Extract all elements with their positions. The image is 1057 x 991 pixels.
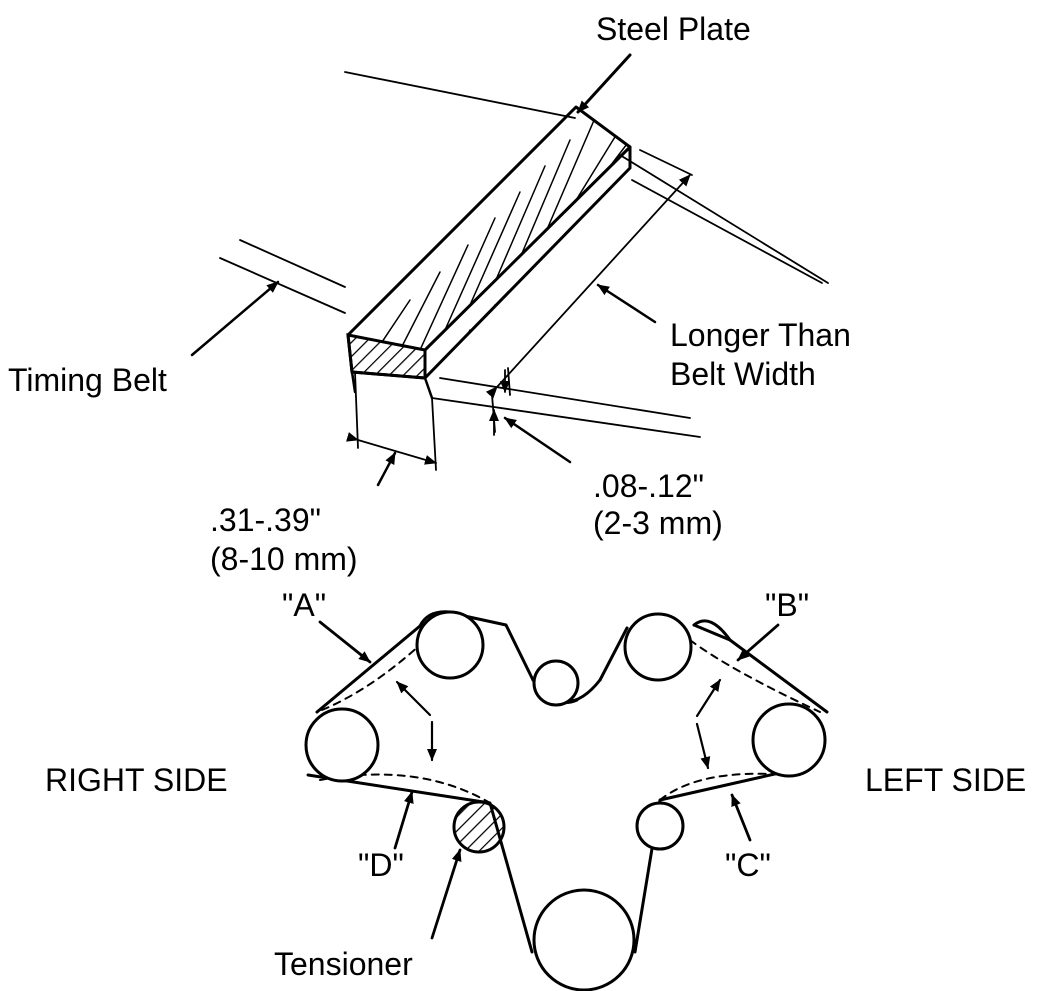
gap-mm-label: (2-3 mm) — [593, 505, 723, 541]
cam-pulley-right-lower — [304, 707, 380, 783]
tensioner-pulley — [452, 800, 506, 854]
idler-pulley-lower — [635, 801, 685, 851]
steel-plate-label: Steel Plate — [596, 11, 751, 47]
belt-routing — [304, 610, 829, 991]
crankshaft-pulley — [532, 888, 636, 991]
deflection-arrows — [395, 678, 722, 770]
left-side-label: LEFT SIDE — [865, 762, 1026, 798]
cam-pulley-right-upper — [415, 610, 485, 680]
thickness-dimension — [346, 371, 437, 487]
point-d-label: "D" — [358, 847, 404, 883]
gap-dimension — [489, 367, 572, 464]
thickness-mm-label: (8-10 mm) — [210, 541, 358, 577]
plate-top-hatch — [369, 117, 630, 350]
length-dimension — [485, 149, 693, 399]
cam-pulley-left-upper — [623, 612, 693, 682]
label-arrows — [318, 620, 780, 940]
thickness-inch-label: .31-.39" — [210, 502, 321, 538]
timing-belt-arrow — [190, 280, 280, 357]
point-a-label: "A" — [282, 587, 326, 623]
longer-than-label-line1: Longer Than — [670, 317, 851, 353]
steel-plate-arrow — [576, 53, 632, 114]
point-c-label: "C" — [725, 847, 771, 883]
idler-pulley-top — [532, 659, 580, 707]
longer-than-label-line2: Belt Width — [670, 356, 816, 392]
slack-belt-dashed — [319, 639, 821, 804]
gap-inch-label: .08-.12" — [593, 468, 704, 504]
steel-plate — [346, 105, 632, 400]
timing-belt-label: Timing Belt — [8, 362, 167, 398]
tensioner-label: Tensioner — [274, 946, 413, 982]
cam-pulley-left-lower — [751, 702, 827, 778]
right-side-label: RIGHT SIDE — [45, 762, 228, 798]
point-b-label: "B" — [765, 587, 809, 623]
